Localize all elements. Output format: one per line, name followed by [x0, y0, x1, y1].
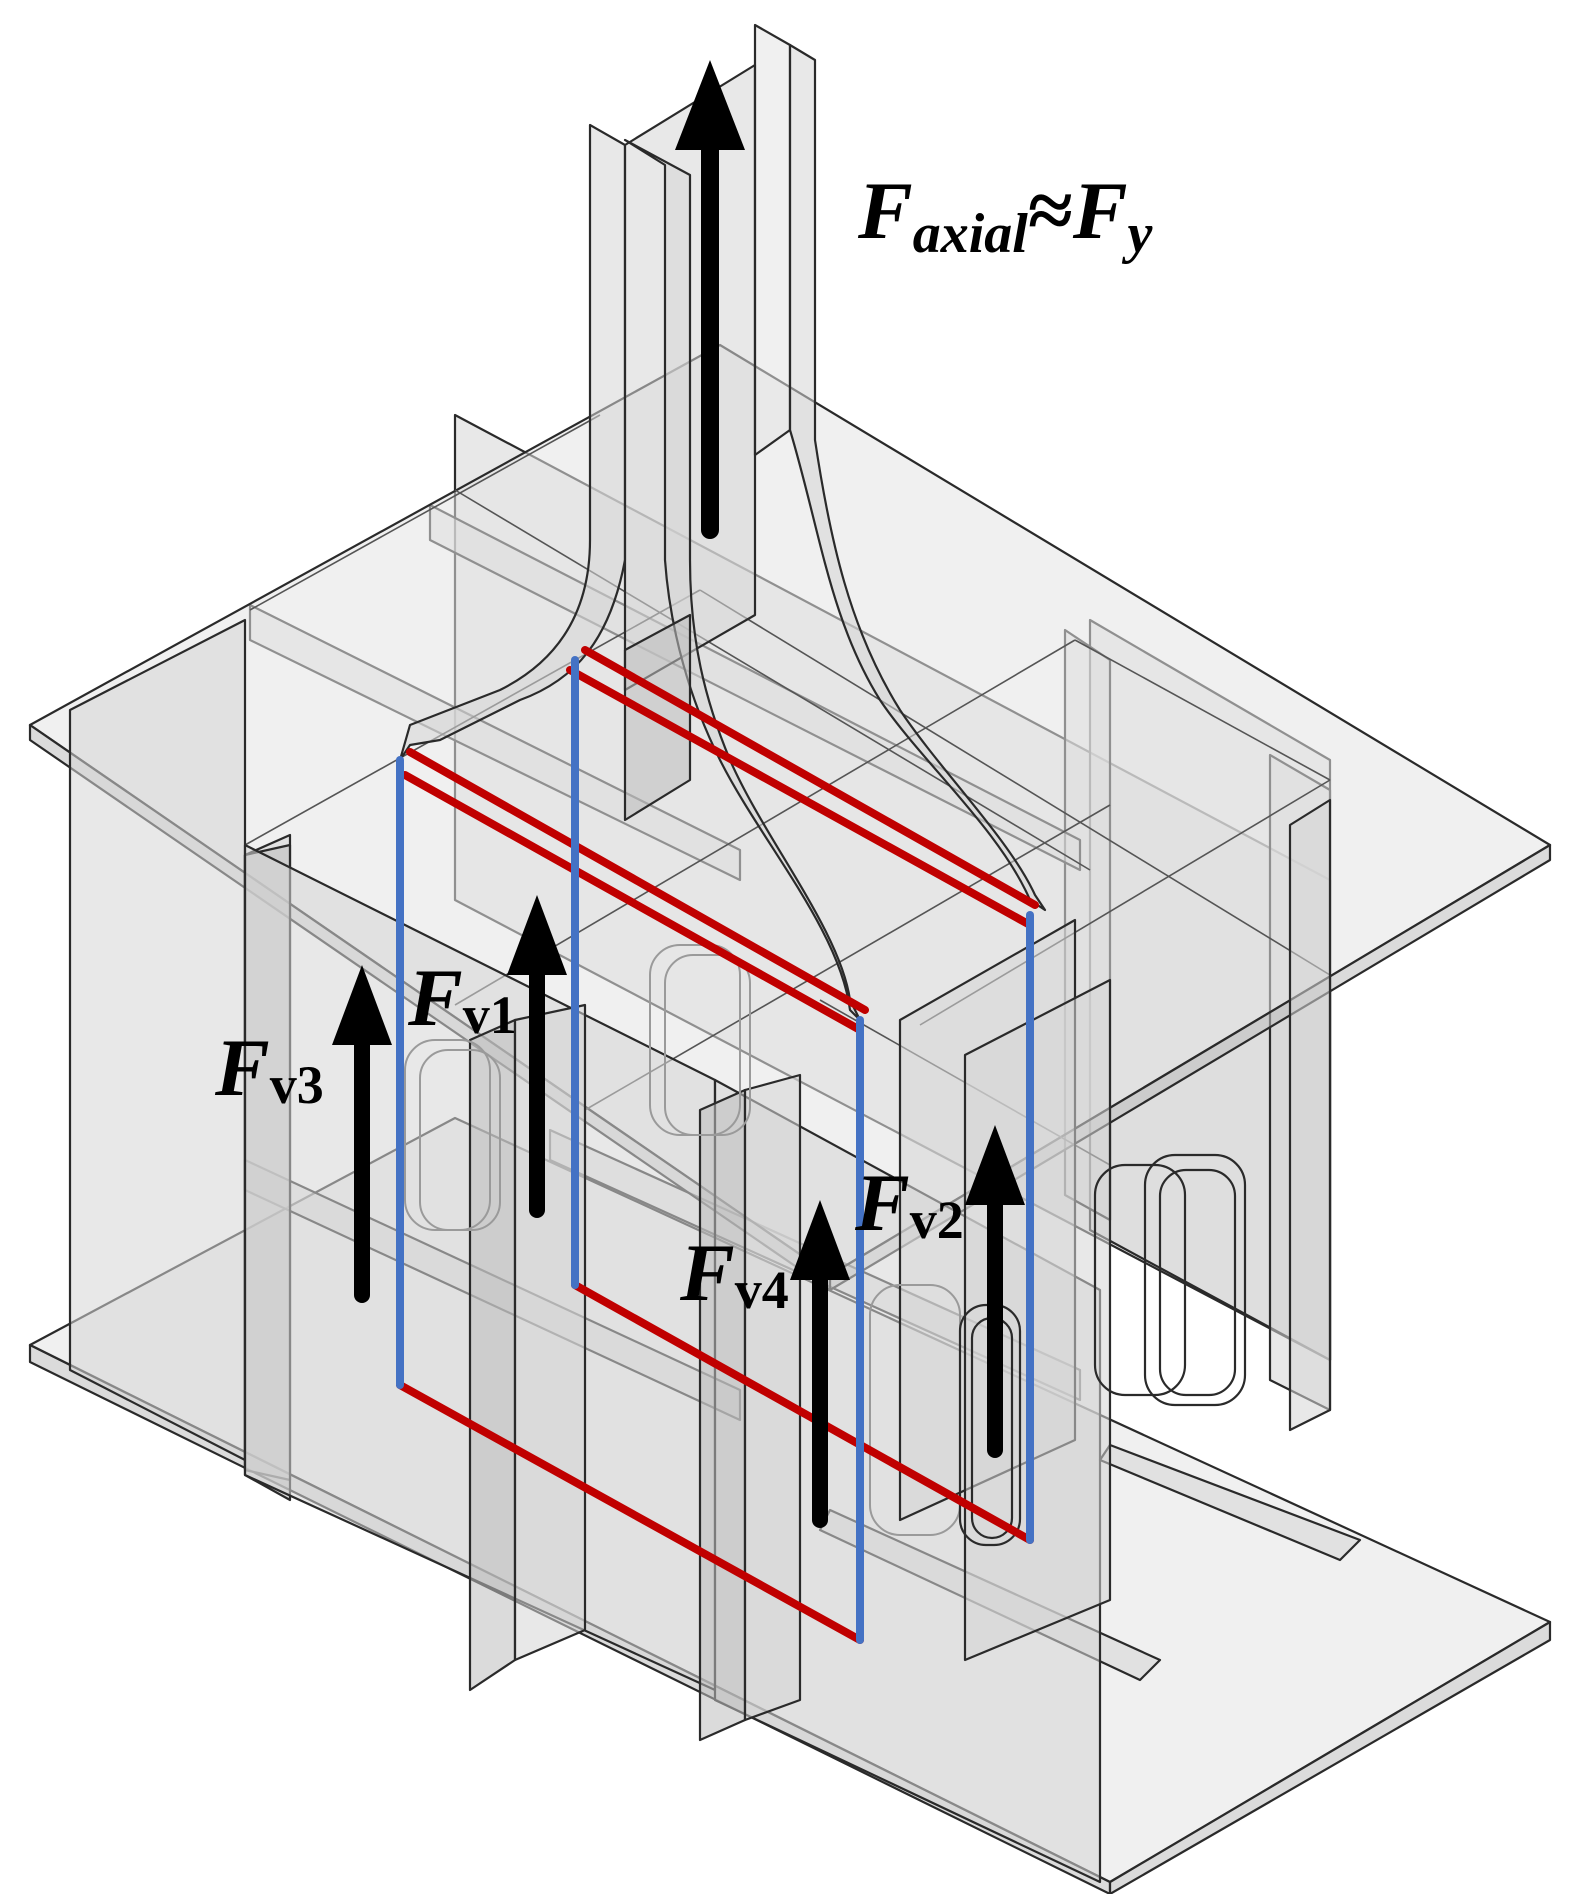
up-arrow-icon: [507, 895, 567, 1218]
red-line-top-front-2: [401, 771, 864, 1034]
red-line-top-back-2: [566, 666, 1034, 929]
label-f-axial: Faxial≈Fy: [857, 165, 1154, 265]
label-fv2: Fv2: [854, 1157, 964, 1250]
label-fv4: Fv4: [679, 1227, 789, 1320]
up-arrow-icon: [790, 1200, 850, 1528]
up-arrow-icon: [965, 1125, 1025, 1458]
red-cut-lines: [396, 646, 1039, 1644]
label-fv1: Fv1: [407, 952, 517, 1045]
red-line-bottom-front: [396, 1381, 864, 1644]
blue-cut-lines: [396, 656, 1034, 1644]
force-arrows: [332, 60, 1025, 1528]
up-arrow-icon: [675, 60, 745, 539]
force-labels: Faxial≈Fy Fv1 Fv2 Fv3 Fv4: [214, 165, 1154, 1320]
up-arrow-icon: [332, 965, 392, 1303]
vertical-member: [398, 23, 1047, 1022]
red-line-top-front: [406, 748, 869, 1014]
red-line-top-back: [581, 646, 1039, 909]
red-line-bottom-back: [571, 1281, 1034, 1544]
label-fv3: Fv3: [214, 1022, 324, 1115]
